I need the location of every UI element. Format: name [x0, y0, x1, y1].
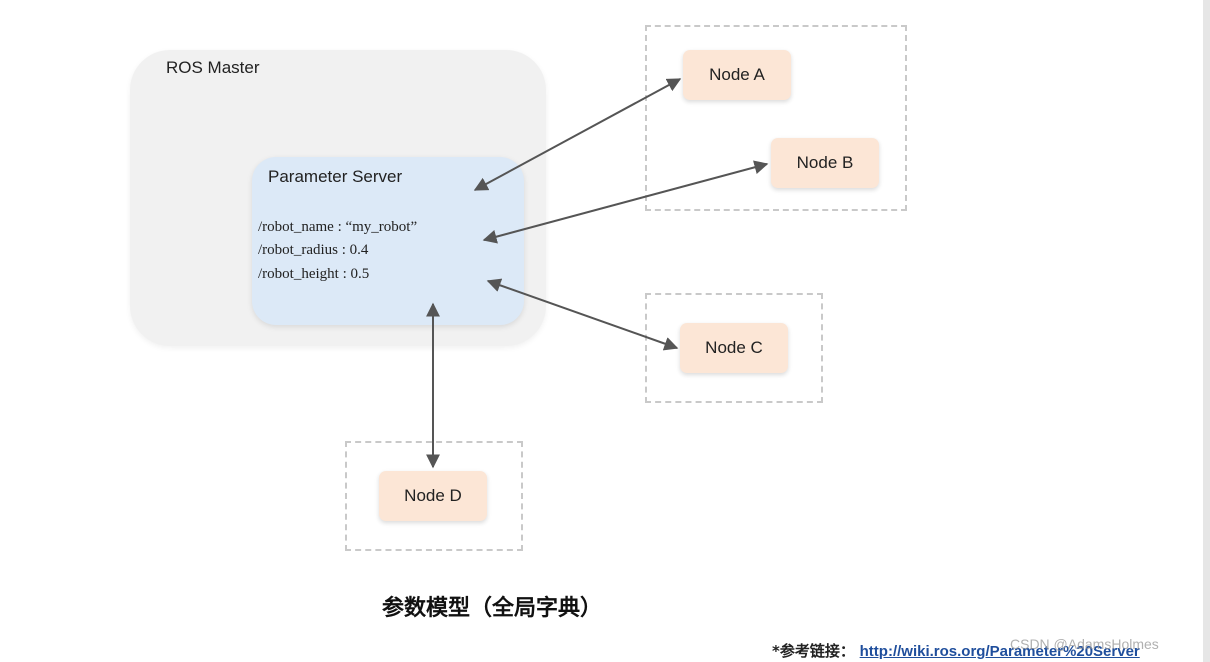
csdn-watermark: CSDN @AdamsHolmes: [1010, 636, 1159, 652]
scrollbar-edge: [1203, 0, 1210, 662]
param-robot-height: /robot_height : 0.5: [258, 266, 370, 282]
ros-master-label: ROS Master: [166, 58, 260, 77]
param-robot-name: /robot_name : “my_robot”: [258, 219, 418, 235]
node-a: Node A: [683, 50, 791, 100]
node-d: Node D: [379, 471, 487, 521]
node-c: Node C: [680, 323, 788, 373]
diagram-caption: 参数模型（全局字典）: [382, 596, 603, 621]
param-robot-radius: /robot_radius : 0.4: [258, 242, 369, 258]
reference-link[interactable]: http://wiki.ros.org/Parameter%20Server: [859, 643, 1140, 660]
reference-label: *参考链接：: [772, 642, 855, 660]
reference-line: *参考链接： http://wiki.ros.org/Parameter%20S…: [772, 640, 1140, 661]
node-b: Node B: [771, 138, 879, 188]
parameter-server-title: Parameter Server: [268, 167, 403, 186]
